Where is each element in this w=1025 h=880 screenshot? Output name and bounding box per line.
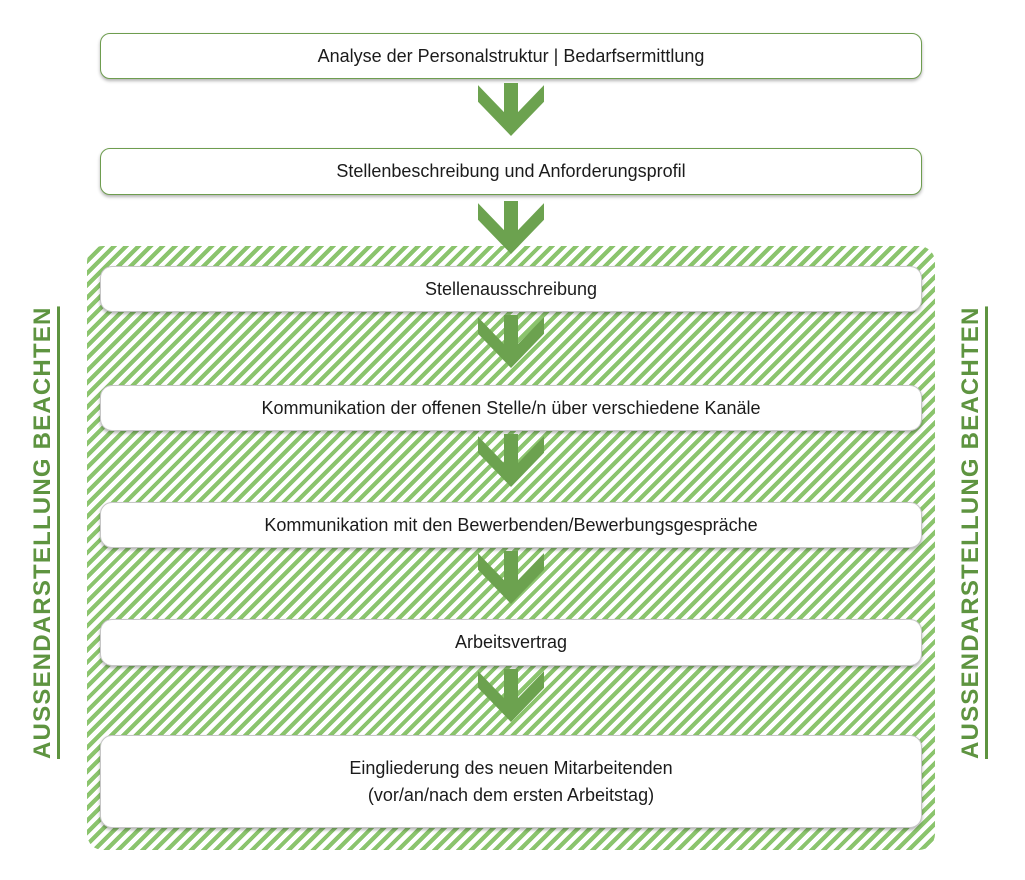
- step-label: Stellenausschreibung: [424, 278, 598, 299]
- step-box-arbeitsvertrag: Arbeitsvertrag: [100, 619, 922, 666]
- step-box-analyse: Analyse der Personalstruktur | Bedarfser…: [100, 33, 922, 79]
- side-label-left: AUSSENDARSTELLUNG BEACHTEN: [29, 306, 56, 759]
- down-arrow-icon: [478, 315, 544, 369]
- down-arrow-icon: [478, 669, 544, 723]
- down-arrow-icon: [478, 551, 544, 605]
- step-box-kommunikation-bewerbende: Kommunikation mit den Bewerbenden/Bewerb…: [100, 502, 922, 548]
- step-box-stellenausschreibung: Stellenausschreibung: [100, 266, 922, 312]
- down-arrow-icon: [478, 201, 544, 255]
- step-label: Kommunikation der offenen Stelle/n über …: [261, 397, 761, 418]
- step-label: Kommunikation mit den Bewerbenden/Bewerb…: [264, 514, 758, 535]
- step-box-eingliederung: Eingliederung des neuen Mitarbeitenden (…: [100, 735, 922, 828]
- step-label: Analyse der Personalstruktur | Bedarfser…: [317, 45, 705, 66]
- step-box-kommunikation-kanaele: Kommunikation der offenen Stelle/n über …: [100, 385, 922, 431]
- step-label: Arbeitsvertrag: [454, 632, 568, 652]
- step-box-stellenbeschreibung: Stellenbeschreibung und Anforderungsprof…: [100, 148, 922, 195]
- step-label: Stellenbeschreibung und Anforderungsprof…: [336, 161, 686, 181]
- step-label-line1: Eingliederung des neuen Mitarbeitenden: [349, 757, 673, 778]
- side-label-right: AUSSENDARSTELLUNG BEACHTEN: [957, 306, 984, 759]
- down-arrow-icon: [478, 434, 544, 488]
- step-label-line2: (vor/an/nach dem ersten Arbeitstag): [367, 784, 655, 805]
- down-arrow-icon: [478, 83, 544, 137]
